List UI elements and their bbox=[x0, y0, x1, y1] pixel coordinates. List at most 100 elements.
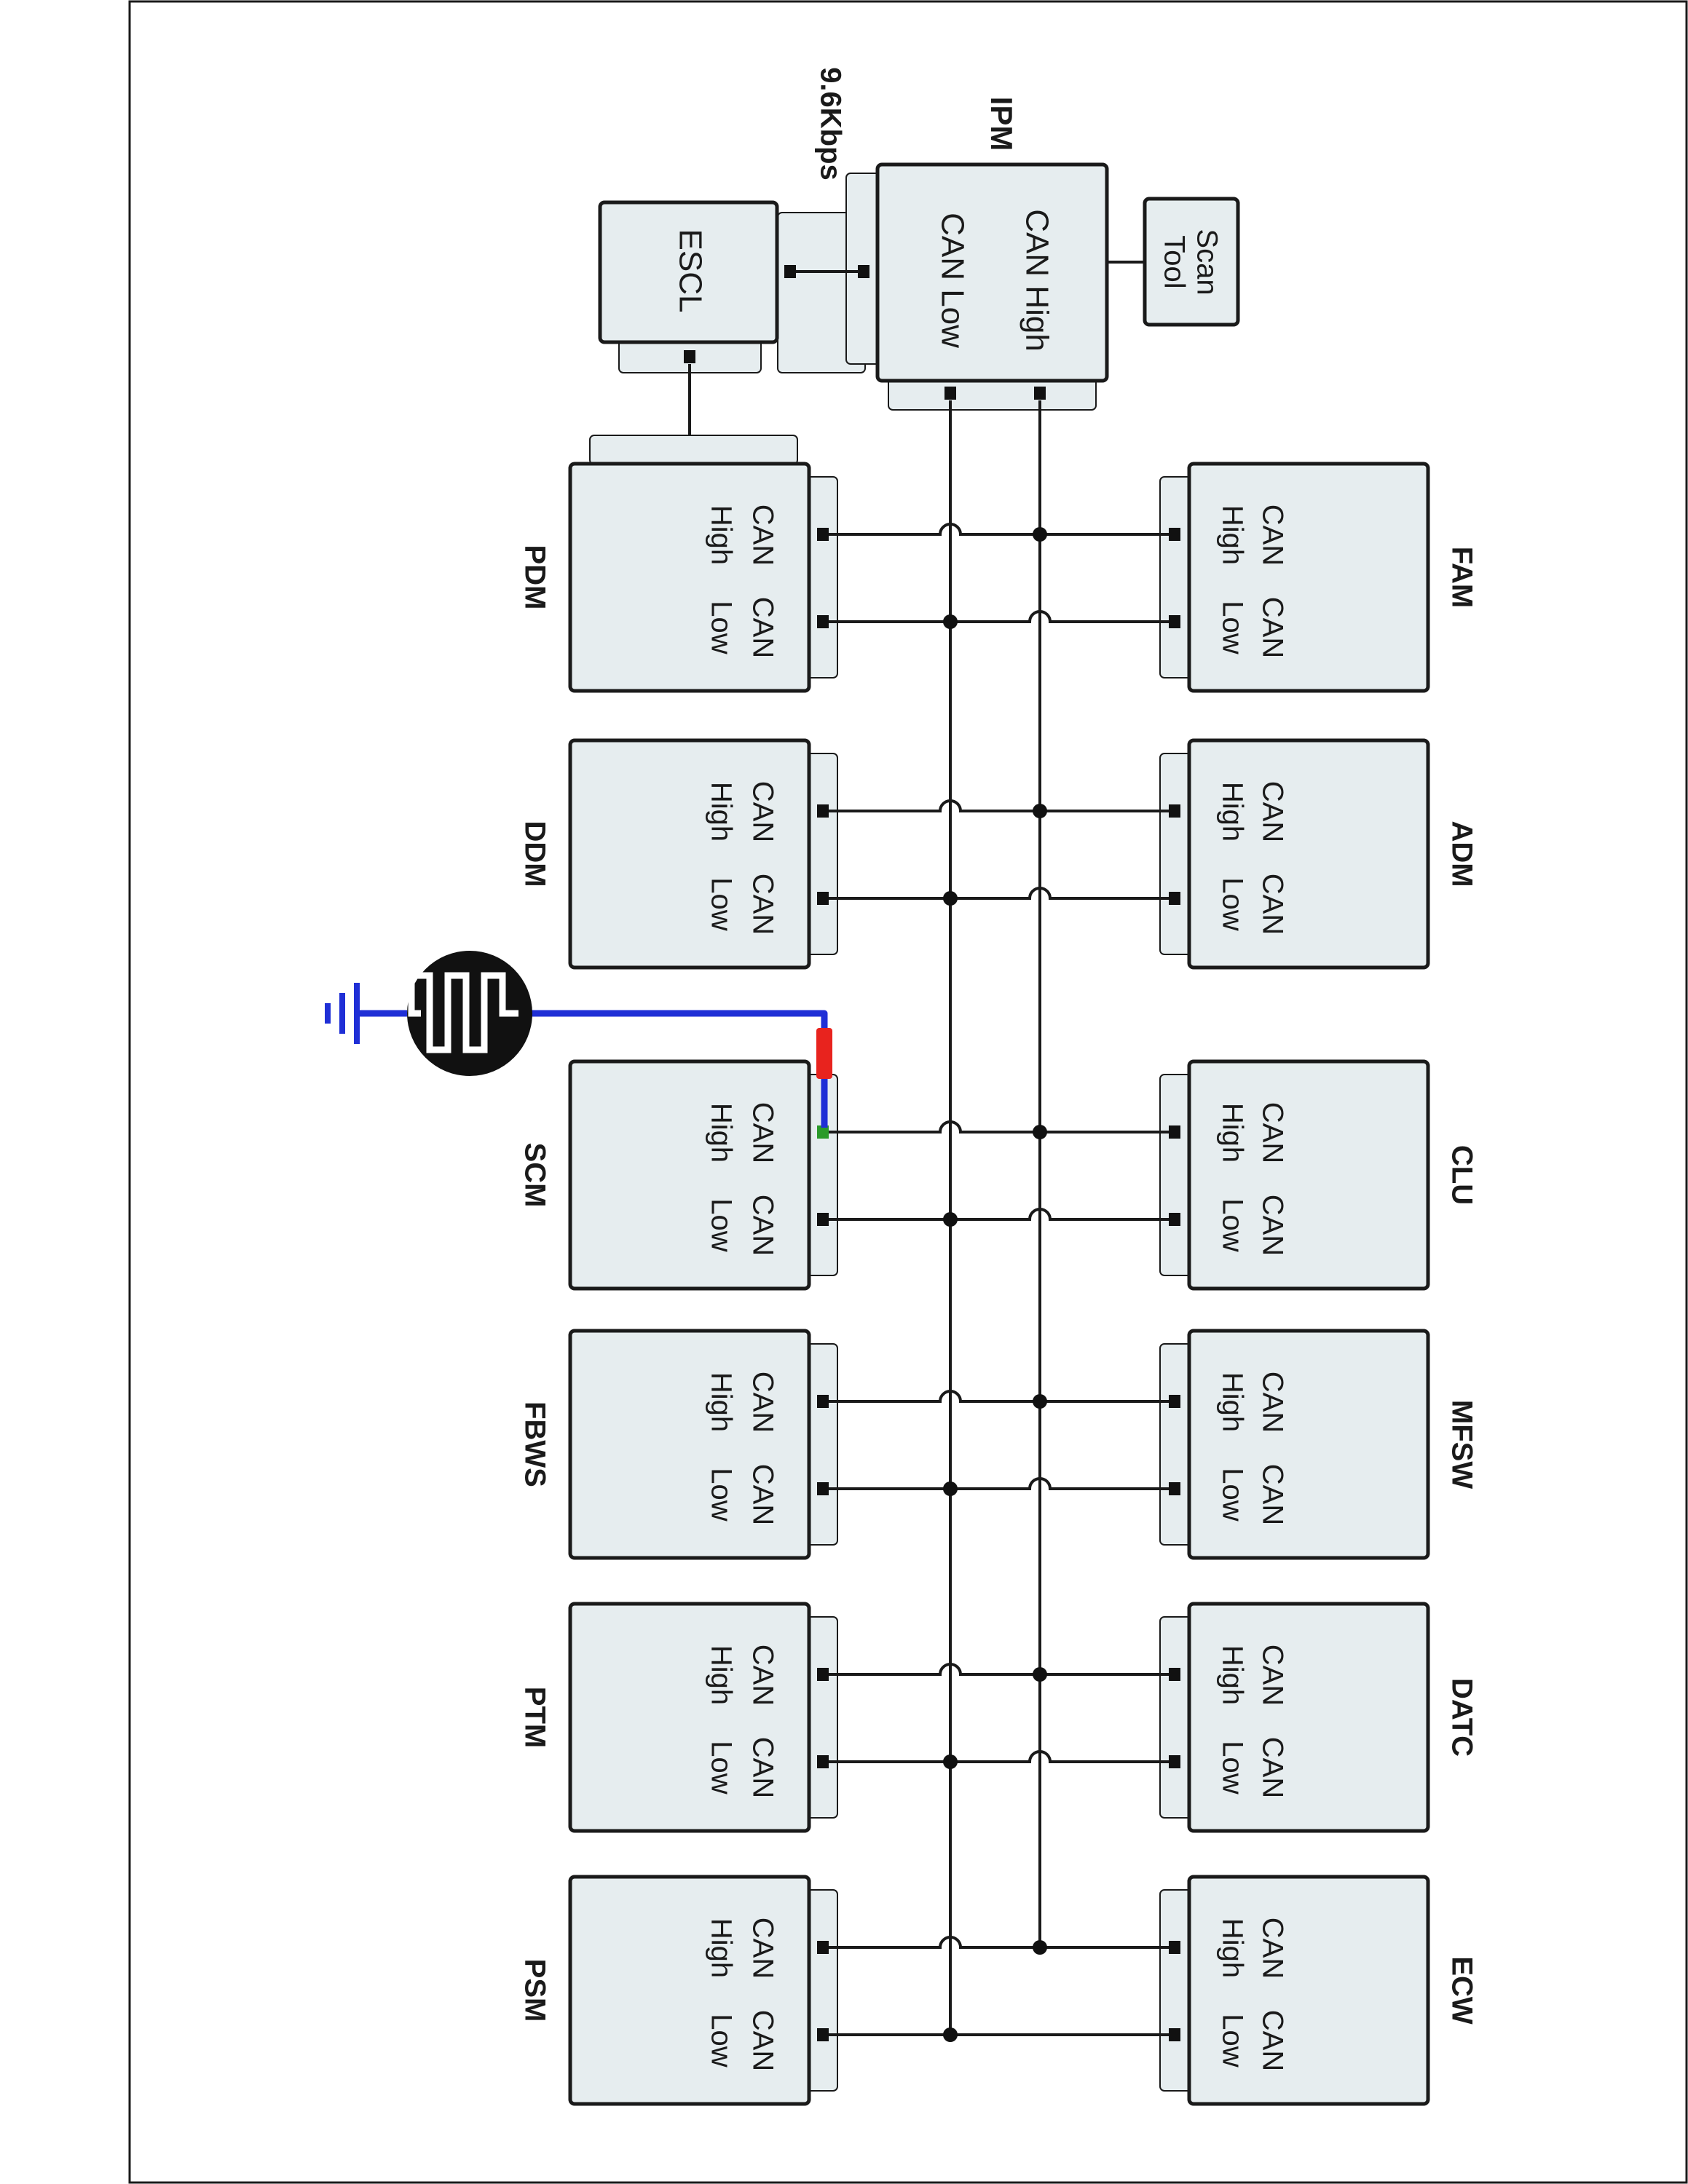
adm-box bbox=[1187, 738, 1430, 970]
ptm-can-low-label-1: CAN bbox=[746, 1737, 778, 1798]
clu-box bbox=[1187, 1059, 1430, 1291]
fam-can-high-label-1: CAN bbox=[1256, 505, 1288, 566]
scm-can-high-label-2: High bbox=[705, 1103, 737, 1163]
fam-can-low-label-2: Low bbox=[1216, 601, 1248, 654]
psm-can-high-label-1: CAN bbox=[746, 1918, 778, 1979]
probe-wire bbox=[518, 1010, 828, 1128]
pdm-can-low-junction bbox=[943, 614, 958, 629]
datc-box bbox=[1187, 1602, 1430, 1833]
escl-pin-right bbox=[784, 265, 796, 278]
fbws-can-low-label-2: Low bbox=[705, 1468, 737, 1521]
clu-can-high-label-1: CAN bbox=[1256, 1102, 1288, 1163]
escl-box bbox=[598, 200, 779, 344]
ecw-can-high-label-2: High bbox=[1216, 1918, 1248, 1978]
adm-can-low-label-2: Low bbox=[1216, 877, 1248, 930]
ipm-title: IPM bbox=[985, 97, 1019, 151]
ptm-pin-high bbox=[817, 1668, 829, 1681]
psm-pin-low bbox=[817, 2028, 829, 2041]
ddm-can-high-label-2: High bbox=[705, 782, 737, 842]
pdm-can-low-wire bbox=[829, 610, 1169, 623]
ipm-pin-left bbox=[858, 265, 869, 278]
ptm-name-label: PTM bbox=[518, 1687, 551, 1748]
ecw-pin-high bbox=[1169, 1941, 1180, 1954]
psm-can-low-label-1: CAN bbox=[746, 2010, 778, 2071]
pdm-can-high-label-2: High bbox=[705, 505, 737, 565]
fbws-name-label: FBWS bbox=[518, 1401, 551, 1487]
ipm-pin-can-low bbox=[944, 387, 956, 400]
mfsw-pin-low bbox=[1169, 1482, 1180, 1495]
ddm-can-high-junction bbox=[1033, 804, 1047, 818]
ipm-pin-can-high bbox=[1034, 387, 1046, 400]
adm-name-label: ADM bbox=[1446, 820, 1478, 887]
mfsw-pin-high bbox=[1169, 1395, 1180, 1408]
datc-pin-high bbox=[1169, 1668, 1180, 1681]
ecw-can-low-label-2: Low bbox=[1216, 2014, 1248, 2067]
pdm-name-label: PDM bbox=[518, 545, 551, 610]
fbws-box bbox=[568, 1329, 811, 1560]
clu-can-low-label-1: CAN bbox=[1256, 1195, 1288, 1256]
psm-can-high-junction bbox=[1033, 1940, 1047, 1955]
psm-can-high-label-2: High bbox=[705, 1918, 737, 1978]
ecw-box bbox=[1187, 1875, 1430, 2106]
probe-tip bbox=[816, 1028, 832, 1079]
datc-can-high-label-2: High bbox=[1216, 1645, 1248, 1705]
ptm-can-low-wire bbox=[829, 1750, 1169, 1763]
pdm-can-low-label-1: CAN bbox=[746, 597, 778, 658]
fam-name-label: FAM bbox=[1446, 547, 1478, 608]
scan-tool-label-1: Scan bbox=[1191, 229, 1223, 295]
ecw-can-low-label-1: CAN bbox=[1256, 2010, 1288, 2071]
ddm-box bbox=[568, 738, 811, 970]
ddm-pin-high bbox=[817, 804, 829, 818]
datc-can-low-label-2: Low bbox=[1216, 1741, 1248, 1794]
scm-pin-high bbox=[817, 1125, 829, 1139]
ptm-can-high-label-2: High bbox=[705, 1645, 737, 1705]
adm-can-high-label-2: High bbox=[1216, 782, 1248, 842]
ptm-can-high-junction bbox=[1033, 1667, 1047, 1682]
fbws-can-high-label-2: High bbox=[705, 1372, 737, 1432]
clu-can-high-label-2: High bbox=[1216, 1103, 1248, 1163]
datc-pin-low bbox=[1169, 1755, 1180, 1768]
ptm-can-low-label-2: Low bbox=[705, 1741, 737, 1794]
mfsw-can-high-label-1: CAN bbox=[1256, 1372, 1288, 1433]
mfsw-can-low-label-2: Low bbox=[1216, 1468, 1248, 1521]
scm-box bbox=[568, 1059, 811, 1291]
pdm-pin-high bbox=[817, 528, 829, 541]
ddm-can-low-wire bbox=[829, 887, 1169, 900]
fbws-can-high-label-1: CAN bbox=[746, 1372, 778, 1433]
adm-pin-high bbox=[1169, 804, 1180, 818]
adm-can-high-label-1: CAN bbox=[1256, 781, 1288, 842]
fam-pin-low bbox=[1169, 615, 1180, 628]
fbws-can-low-label-1: CAN bbox=[746, 1464, 778, 1525]
fam-pin-high bbox=[1169, 528, 1180, 541]
psm-name-label: PSM bbox=[518, 1959, 551, 2022]
clu-name-label: CLU bbox=[1446, 1145, 1478, 1205]
escl-pin-bottom bbox=[684, 350, 695, 363]
datc-name-label: DATC bbox=[1446, 1678, 1478, 1757]
pdm-can-high-junction bbox=[1033, 527, 1047, 542]
ipm-can-low-label: CAN Low bbox=[934, 213, 970, 348]
clu-can-low-label-2: Low bbox=[1216, 1198, 1248, 1251]
mfsw-name-label: MFSW bbox=[1446, 1400, 1478, 1489]
speed-label: 9.6Kbps bbox=[814, 67, 846, 181]
pdm-top-connector bbox=[589, 435, 798, 465]
ddm-can-low-junction bbox=[943, 891, 958, 906]
datc-can-high-label-1: CAN bbox=[1256, 1645, 1288, 1706]
page-border bbox=[128, 0, 1688, 2184]
escl-label: ESCL bbox=[672, 229, 708, 313]
psm-box bbox=[568, 1875, 811, 2106]
psm-can-low-junction bbox=[943, 2027, 958, 2042]
psm-can-high-wire bbox=[829, 1936, 1169, 1949]
ptm-can-high-wire bbox=[829, 1663, 1169, 1676]
psm-pin-high bbox=[817, 1941, 829, 1954]
ipm-box bbox=[875, 162, 1109, 383]
scm-pin-low bbox=[817, 1213, 829, 1226]
adm-can-low-label-1: CAN bbox=[1256, 874, 1288, 935]
fbws-pin-low bbox=[817, 1482, 829, 1495]
ecw-can-high-label-1: CAN bbox=[1256, 1918, 1288, 1979]
psm-can-low-label-2: Low bbox=[705, 2014, 737, 2067]
fbws-can-high-wire bbox=[829, 1390, 1169, 1403]
mfsw-can-low-label-1: CAN bbox=[1256, 1464, 1288, 1525]
ecw-pin-low bbox=[1169, 2028, 1180, 2041]
